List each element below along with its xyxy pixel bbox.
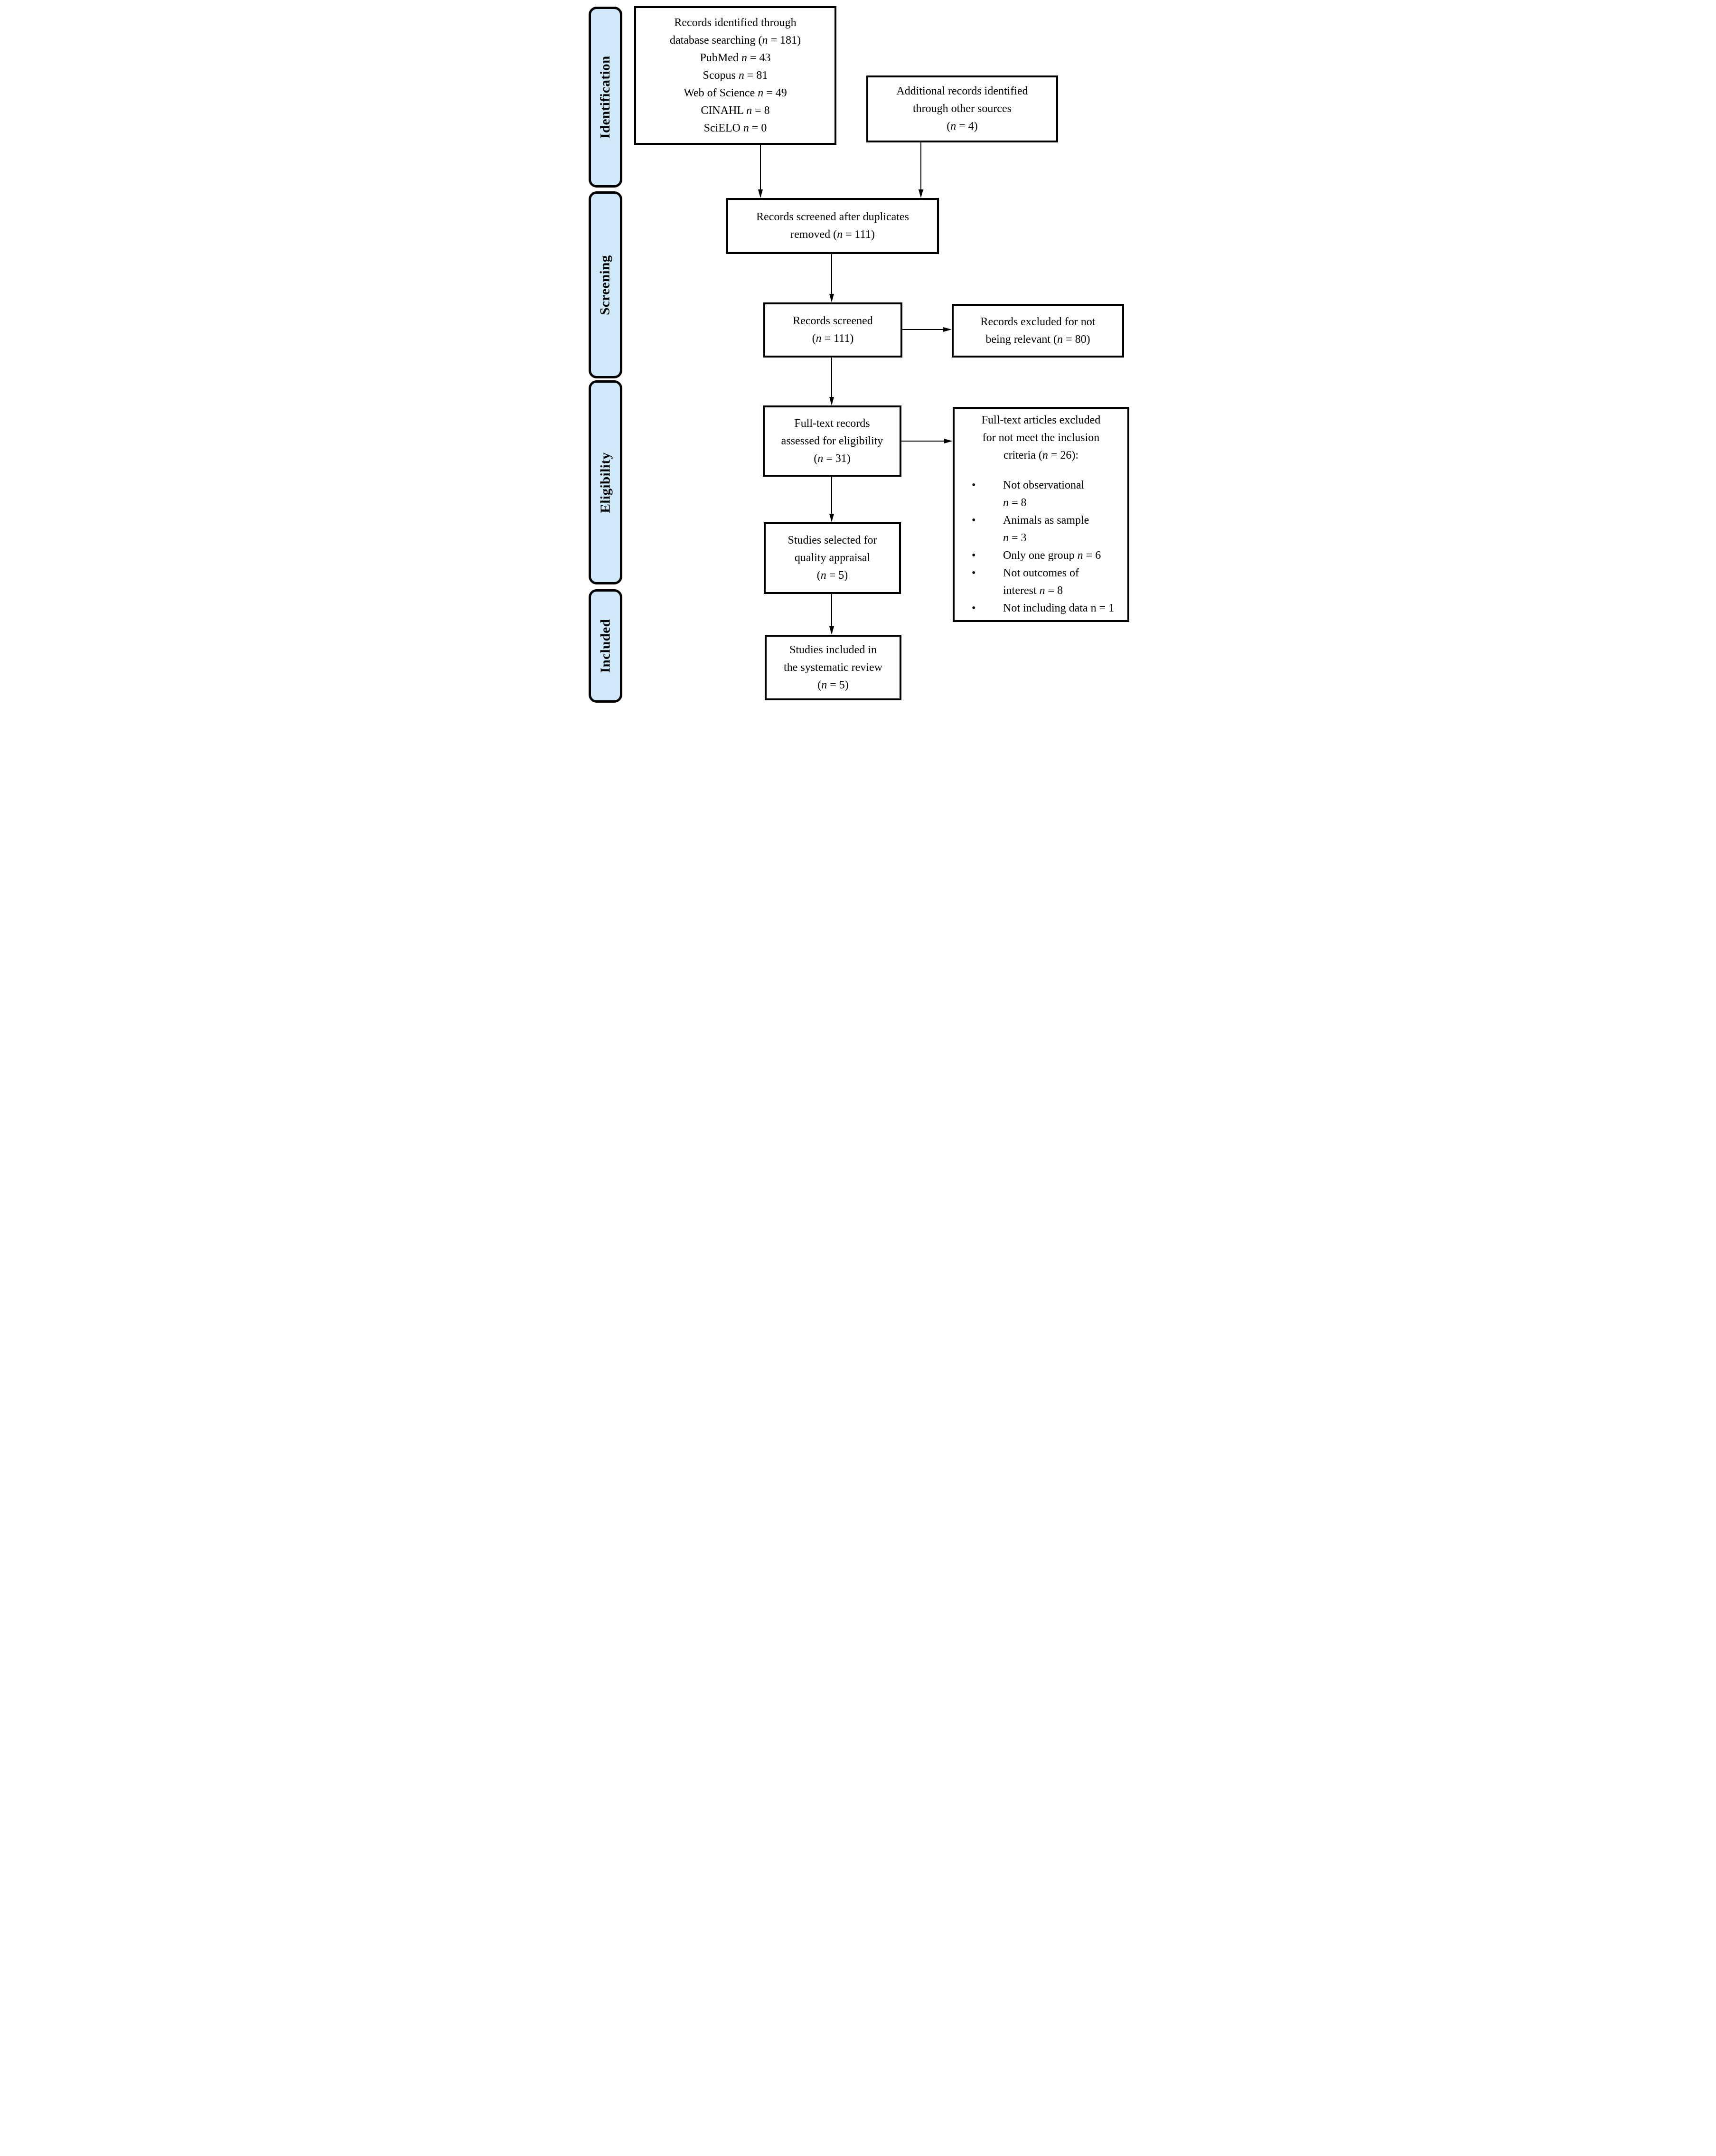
text-line: (n = 4) — [947, 120, 978, 132]
bullet-icon: • — [972, 567, 976, 579]
arrow-fulltext-to-quality — [829, 477, 834, 522]
arrow-identified-to-dedup — [758, 145, 763, 198]
text-line: Records screened after duplicates — [756, 211, 909, 223]
text-line: Scopus n = 81 — [703, 69, 768, 82]
text-line: (n = 5) — [817, 678, 849, 691]
list-item: • Animals as sample n = 3 — [961, 512, 1121, 547]
prisma-flow-diagram: Identification Screening Eligibility Inc… — [572, 0, 1144, 719]
text-line: (n = 31) — [814, 452, 851, 465]
text-line: (n = 111) — [812, 332, 854, 345]
text-line: Full-text records — [794, 417, 870, 430]
text-line: Not observational — [1003, 479, 1085, 491]
stage-label-included: Included — [589, 589, 622, 703]
text-line: database searching (n = 181) — [669, 34, 801, 47]
arrow-dedup-to-screened — [829, 254, 834, 302]
text-line: n = 8 — [1003, 497, 1027, 509]
bullet-icon: • — [972, 549, 976, 562]
stage-label-text: Included — [598, 619, 613, 673]
text-line: CINAHL n = 8 — [701, 104, 770, 117]
text-line: Studies selected for — [788, 534, 877, 546]
stage-label-text: Screening — [598, 254, 613, 315]
stage-label-text: Eligibility — [598, 452, 613, 513]
box-records-identified: Records identified through database sear… — [634, 6, 836, 145]
text-line: Animals as sample — [1003, 514, 1089, 527]
text-line: Records screened — [793, 315, 873, 327]
text-line: criteria (n = 26): — [1003, 449, 1079, 461]
text-line: for not meet the inclusion — [982, 432, 1100, 444]
stage-label-text: Identification — [598, 56, 613, 139]
box-fulltext-excluded: Full-text articles excluded for not meet… — [953, 407, 1129, 622]
text-line: Only one group n = 6 — [1003, 549, 1101, 562]
stage-label-identification: Identification — [589, 7, 622, 188]
arrow-screened-to-excluded — [902, 327, 952, 332]
list-item: • Not observational n = 8 — [961, 477, 1121, 512]
arrow-screened-to-fulltext — [829, 358, 834, 405]
box-records-excluded: Records excluded for not being relevant … — [952, 304, 1124, 358]
text-line: PubMed n = 43 — [700, 51, 771, 64]
bullet-icon: • — [972, 479, 976, 491]
text-line: interest n = 8 — [1003, 584, 1063, 597]
text-line: Not outcomes of — [1003, 567, 1079, 579]
box-studies-included: Studies included in the systematic revie… — [765, 635, 901, 700]
box-duplicates-removed: Records screened after duplicates remove… — [726, 198, 939, 254]
arrow-additional-to-dedup — [919, 141, 923, 198]
arrow-fulltext-to-ftexcluded — [901, 439, 953, 443]
stage-label-eligibility: Eligibility — [589, 380, 622, 584]
stage-label-screening: Screening — [589, 191, 622, 378]
text-line: Records identified through — [674, 16, 797, 29]
text-line: Studies included in — [789, 643, 877, 656]
text-line: through other sources — [913, 103, 1012, 115]
text-line: Web of Science n = 49 — [684, 86, 787, 99]
box-fulltext-assessed: Full-text records assessed for eligibili… — [763, 405, 901, 477]
text-line: SciELO n = 0 — [703, 122, 767, 134]
text-line: Not including data n = 1 — [1003, 602, 1115, 614]
text-line: Records excluded for not — [980, 315, 1096, 328]
text-line: the systematic review — [784, 661, 882, 674]
list-item: • Not outcomes of interest n = 8 — [961, 565, 1121, 600]
exclusion-reason-list: • Not observational n = 8 • Animals as s… — [961, 477, 1121, 617]
text-line: Additional records identified — [896, 85, 1028, 97]
box-additional-records: Additional records identified through ot… — [866, 75, 1058, 142]
bullet-icon: • — [972, 602, 976, 614]
list-item: • Only one group n = 6 — [961, 547, 1121, 565]
box-quality-appraisal: Studies selected for quality appraisal (… — [764, 522, 901, 594]
text-line: quality appraisal — [794, 552, 871, 564]
text-line: Full-text articles excluded — [981, 414, 1101, 426]
bullet-icon: • — [972, 514, 976, 527]
text-line: removed (n = 111) — [790, 228, 875, 241]
text-line: being relevant (n = 80) — [985, 333, 1090, 346]
list-item: • Not including data n = 1 — [961, 600, 1121, 617]
text-line: (n = 5) — [816, 569, 848, 582]
text-line: assessed for eligibility — [781, 434, 883, 447]
box-records-screened: Records screened (n = 111) — [763, 302, 902, 358]
arrow-quality-to-included — [829, 594, 834, 635]
text-line: n = 3 — [1003, 532, 1027, 544]
